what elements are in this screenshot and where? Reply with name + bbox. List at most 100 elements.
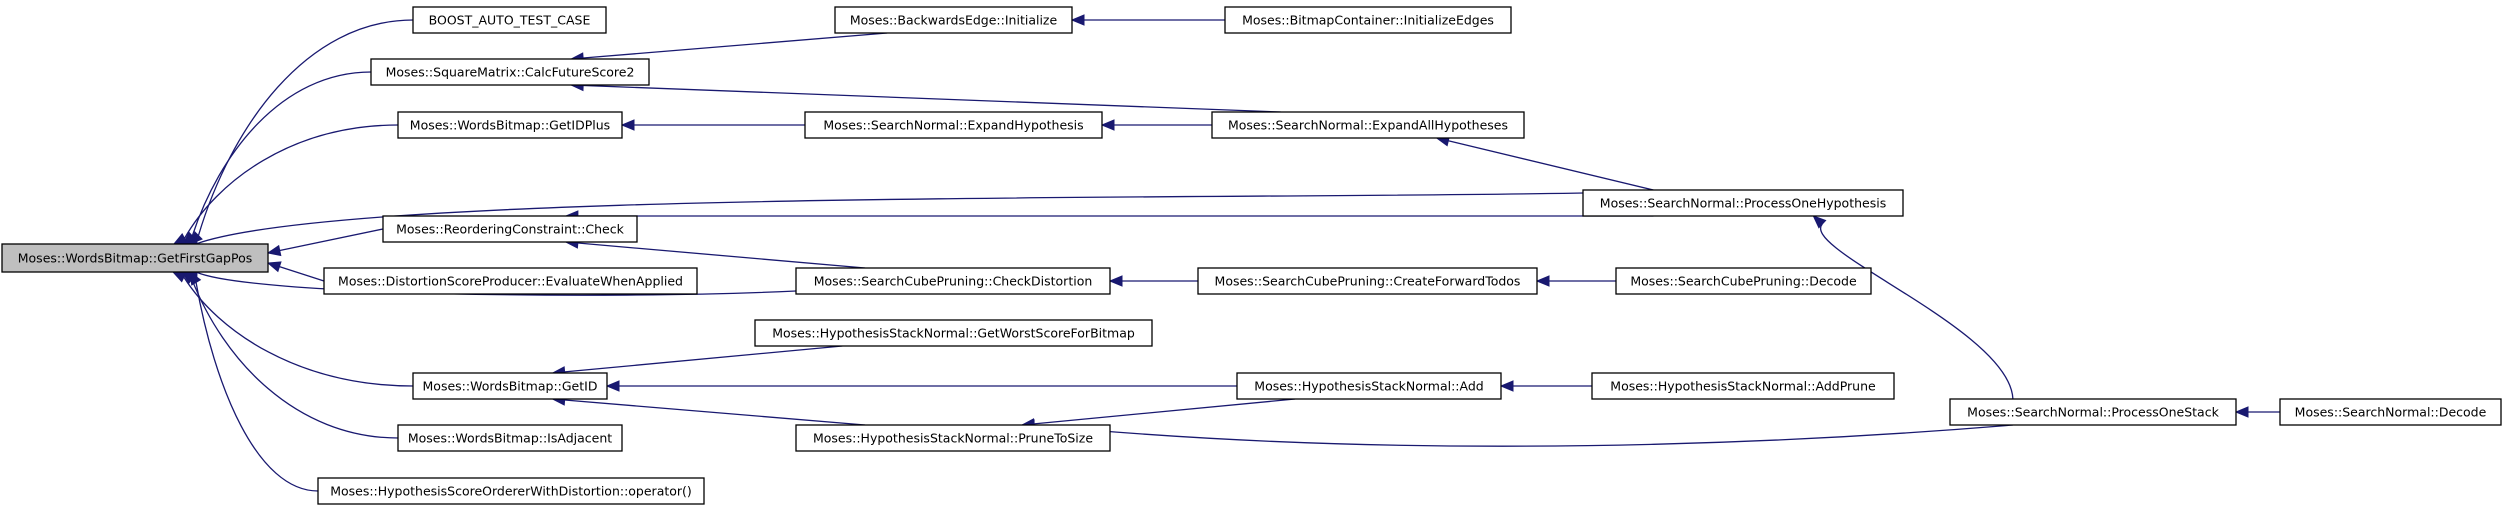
node-moses-reorderingconstraint-check[interactable]: Moses::ReorderingConstraint::Check xyxy=(382,215,638,243)
edge-processstack-to-prune xyxy=(1034,424,2013,447)
node-moses-searchnormal-processonehypothesis[interactable]: Moses::SearchNormal::ProcessOneHypothesi… xyxy=(1582,189,1904,217)
node-label: Moses::BitmapContainer::InitializeEdges xyxy=(1242,13,1494,28)
edge-hsadd-to-prune xyxy=(1033,398,1296,425)
arrowhead-icon xyxy=(1812,215,1827,229)
node-box xyxy=(795,424,1111,452)
node-label: Moses::HypothesisStackNormal::PruneToSiz… xyxy=(813,431,1093,446)
node-box xyxy=(2279,398,2502,426)
node-label: Moses::DistortionScoreProducer::Evaluate… xyxy=(338,274,683,289)
node-box xyxy=(834,6,1073,34)
edge-isadjacent-to-root xyxy=(191,279,399,439)
node-label: Moses::SearchNormal::ExpandAllHypotheses xyxy=(1228,118,1508,133)
node-label: Moses::SearchCubePruning::CheckDistortio… xyxy=(814,274,1093,289)
edge-boost-to-root xyxy=(197,19,414,236)
edge-processstack-to-processone xyxy=(1819,223,2014,400)
node-box xyxy=(397,424,623,452)
arrowhead-icon xyxy=(1499,380,1514,392)
node-moses-hypothesisstacknormal-addprune[interactable]: Moses::HypothesisStackNormal::AddPrune xyxy=(1591,372,1895,400)
node-moses-wordsbitmap-getfirstgappos[interactable]: Moses::WordsBitmap::GetFirstGapPos xyxy=(1,243,269,273)
node-label: Moses::SearchCubePruning::Decode xyxy=(1630,274,1857,289)
node-moses-searchcubepruning-decode[interactable]: Moses::SearchCubePruning::Decode xyxy=(1615,267,1872,295)
edge-getidplus-to-root xyxy=(183,124,399,239)
node-label: Moses::SearchNormal::ProcessOneHypothesi… xyxy=(1600,196,1886,211)
node-box xyxy=(1949,398,2237,426)
arrowhead-icon xyxy=(1100,119,1115,131)
arrowhead-icon xyxy=(1108,275,1123,287)
node-moses-searchnormal-expandhypothesis[interactable]: Moses::SearchNormal::ExpandHypothesis xyxy=(804,111,1103,139)
node-box xyxy=(804,111,1103,139)
nodes-layer: Moses::WordsBitmap::GetFirstGapPos BOOST_… xyxy=(1,6,2502,505)
arrowhead-icon xyxy=(620,119,635,131)
node-box xyxy=(1224,6,1512,34)
edges-layer xyxy=(171,14,2280,492)
node-label: Moses::SearchNormal::ProcessOneStack xyxy=(1967,405,2219,420)
node-box xyxy=(382,215,638,243)
edge-prune-to-getid xyxy=(564,399,866,426)
arrowhead-icon xyxy=(266,244,282,257)
arrowhead-icon xyxy=(266,261,282,273)
node-box xyxy=(1236,372,1502,400)
node-label: Moses::HypothesisStackNormal::AddPrune xyxy=(1610,379,1876,394)
edge-hsoperator-to-root xyxy=(195,282,319,492)
node-moses-backwardsedge-initialize[interactable]: Moses::BackwardsEdge::Initialize xyxy=(834,6,1073,34)
node-label: Moses::SquareMatrix::CalcFutureScore2 xyxy=(386,65,635,80)
node-label: Moses::HypothesisScoreOrdererWithDistort… xyxy=(330,484,692,499)
arrowhead-icon xyxy=(172,233,188,245)
node-moses-searchcubepruning-createforwardtodos[interactable]: Moses::SearchCubePruning::CreateForwardT… xyxy=(1197,267,1538,295)
node-label: BOOST_AUTO_TEST_CASE xyxy=(429,13,591,28)
arrowhead-icon xyxy=(1070,14,1085,26)
node-box xyxy=(1582,189,1904,217)
node-moses-bitmapcontainer-initializeedges[interactable]: Moses::BitmapContainer::InitializeEdges xyxy=(1224,6,1512,34)
node-box xyxy=(370,58,650,86)
node-boost-auto-test-case[interactable]: BOOST_AUTO_TEST_CASE xyxy=(412,6,607,34)
node-box xyxy=(1591,372,1895,400)
node-box xyxy=(1,243,269,273)
edge-evalwhenapplied-to-root xyxy=(279,266,325,282)
node-moses-searchnormal-decode[interactable]: Moses::SearchNormal::Decode xyxy=(2279,398,2502,426)
edge-backinit-to-calcfuture xyxy=(583,32,888,59)
node-moses-searchnormal-expandallhypotheses[interactable]: Moses::SearchNormal::ExpandAllHypotheses xyxy=(1211,111,1525,139)
node-box xyxy=(1197,267,1538,295)
arrowhead-icon xyxy=(1535,275,1550,287)
node-label: Moses::SearchNormal::ExpandHypothesis xyxy=(823,118,1083,133)
edge-processone-to-expandall xyxy=(1448,140,1654,191)
node-box xyxy=(397,111,623,139)
node-moses-hypothesisstacknormal-getworstscoreforbitmap[interactable]: Moses::HypothesisStackNormal::GetWorstSc… xyxy=(754,319,1153,347)
edge-checkdist-to-check xyxy=(577,242,866,269)
edge-calcfuture-to-root xyxy=(191,71,372,237)
edge-processone-to-root xyxy=(196,192,1584,245)
node-moses-distortionscoreproducer-evaluatewhenapplied[interactable]: Moses::DistortionScoreProducer::Evaluate… xyxy=(323,267,698,295)
node-moses-wordsbitmap-getidplus[interactable]: Moses::WordsBitmap::GetIDPlus xyxy=(397,111,623,139)
node-label: Moses::BackwardsEdge::Initialize xyxy=(850,13,1058,28)
node-moses-wordsbitmap-getid[interactable]: Moses::WordsBitmap::GetID xyxy=(412,372,608,400)
node-label: Moses::SearchCubePruning::CreateForwardT… xyxy=(1215,274,1521,289)
node-box xyxy=(412,6,607,34)
edge-expandall-to-calcfuture xyxy=(583,84,1281,113)
edge-worstscore-to-getid xyxy=(564,345,843,373)
node-label: Moses::WordsBitmap::GetID xyxy=(423,379,598,394)
node-moses-searchcubepruning-checkdistortion[interactable]: Moses::SearchCubePruning::CheckDistortio… xyxy=(795,267,1111,295)
node-moses-hypothesisstacknormal-prunetosize[interactable]: Moses::HypothesisStackNormal::PruneToSiz… xyxy=(795,424,1111,452)
node-label: Moses::HypothesisStackNormal::GetWorstSc… xyxy=(772,326,1135,341)
node-box xyxy=(1211,111,1525,139)
arrowhead-icon xyxy=(605,380,620,392)
node-moses-hypothesisscoreordererwithdistortion-operator[interactable]: Moses::HypothesisScoreOrdererWithDistort… xyxy=(317,477,705,505)
node-box xyxy=(754,319,1153,347)
arrowhead-icon xyxy=(2234,406,2249,418)
node-box xyxy=(1615,267,1872,295)
node-box xyxy=(317,477,705,505)
node-label: Moses::HypothesisStackNormal::Add xyxy=(1254,379,1483,394)
node-box xyxy=(323,267,698,295)
node-moses-searchnormal-processonestack[interactable]: Moses::SearchNormal::ProcessOneStack xyxy=(1949,398,2237,426)
node-label: Moses::WordsBitmap::IsAdjacent xyxy=(408,431,612,446)
node-label: Moses::ReorderingConstraint::Check xyxy=(396,222,624,237)
node-moses-wordsbitmap-isadjacent[interactable]: Moses::WordsBitmap::IsAdjacent xyxy=(397,424,623,452)
node-moses-hypothesisstacknormal-add[interactable]: Moses::HypothesisStackNormal::Add xyxy=(1236,372,1502,400)
node-label: Moses::WordsBitmap::GetFirstGapPos xyxy=(18,251,252,266)
node-box xyxy=(795,267,1111,295)
arrowhead-icon xyxy=(189,270,202,286)
node-moses-squarematrix-calcfuturescore2[interactable]: Moses::SquareMatrix::CalcFutureScore2 xyxy=(370,58,650,86)
node-label: Moses::WordsBitmap::GetIDPlus xyxy=(410,118,610,133)
edge-check-to-root xyxy=(279,228,384,252)
